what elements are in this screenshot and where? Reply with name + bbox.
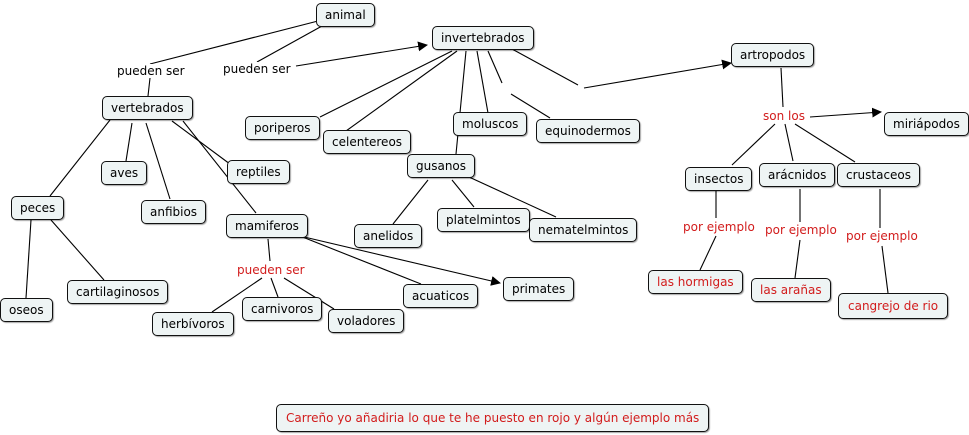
- concept-aracnidos[interactable]: arácnidos: [759, 163, 836, 187]
- linking-phrase-pueden-ser-right: pueden ser: [221, 62, 293, 76]
- linking-phrase-pueden-ser-mamiferos: pueden ser: [235, 263, 307, 277]
- concept-invertebrados[interactable]: invertebrados: [432, 26, 534, 50]
- linking-phrase-pueden-ser-left: pueden ser: [115, 64, 187, 78]
- linking-phrase-son-los: son los: [761, 109, 807, 123]
- concept-nematelmintos[interactable]: nematelmintos: [529, 218, 638, 242]
- concept-mamiferos[interactable]: mamiferos: [226, 214, 308, 238]
- concept-peces[interactable]: peces: [11, 196, 65, 220]
- concept-poriperos[interactable]: poriperos: [245, 116, 320, 140]
- concept-equinodermos[interactable]: equinodermos: [536, 119, 640, 143]
- concept-miriapodos[interactable]: miriápodos: [884, 112, 969, 136]
- concept-artropodos[interactable]: artropodos: [731, 43, 815, 67]
- concept-platelmintos[interactable]: platelmintos: [437, 208, 530, 232]
- concept-anfibios[interactable]: anfibios: [141, 200, 207, 224]
- concept-moluscos[interactable]: moluscos: [453, 112, 528, 136]
- concept-gusanos[interactable]: gusanos: [407, 154, 476, 178]
- concept-oseos[interactable]: oseos: [0, 298, 53, 322]
- concept-vertebrados[interactable]: vertebrados: [102, 96, 193, 120]
- concept-voladores[interactable]: voladores: [328, 309, 405, 333]
- concept-crustaceos[interactable]: crustaceos: [837, 163, 921, 187]
- concept-cangrejo-de-rio[interactable]: cangrejo de rio: [838, 293, 949, 319]
- concept-aves[interactable]: aves: [101, 161, 148, 185]
- concept-celentereos[interactable]: celentereos: [323, 130, 412, 154]
- concept-herbivoros[interactable]: herbívoros: [152, 312, 234, 336]
- concept-anelidos[interactable]: anelidos: [354, 224, 423, 248]
- concept-primates[interactable]: primates: [503, 277, 575, 301]
- concept-insectos[interactable]: insectos: [685, 167, 753, 191]
- concept-las-hormigas[interactable]: las hormigas: [648, 270, 743, 294]
- concept-animal[interactable]: animal: [316, 3, 375, 27]
- concept-cartilaginosos[interactable]: cartilaginosos: [67, 280, 169, 304]
- concept-reptiles[interactable]: reptiles: [227, 160, 290, 184]
- linking-phrase-por-ejemplo-aracnidos: por ejemplo: [763, 223, 839, 237]
- concept-las-aranas[interactable]: las arañas: [751, 278, 831, 302]
- concept-carnivoros[interactable]: carnivoros: [242, 297, 323, 321]
- comment-note[interactable]: Carreño yo añadiria lo que te he puesto …: [276, 404, 710, 432]
- concept-acuaticos[interactable]: acuaticos: [403, 284, 479, 308]
- linking-phrase-por-ejemplo-insectos: por ejemplo: [681, 220, 757, 234]
- linking-phrase-por-ejemplo-crustaceos: por ejemplo: [844, 229, 920, 243]
